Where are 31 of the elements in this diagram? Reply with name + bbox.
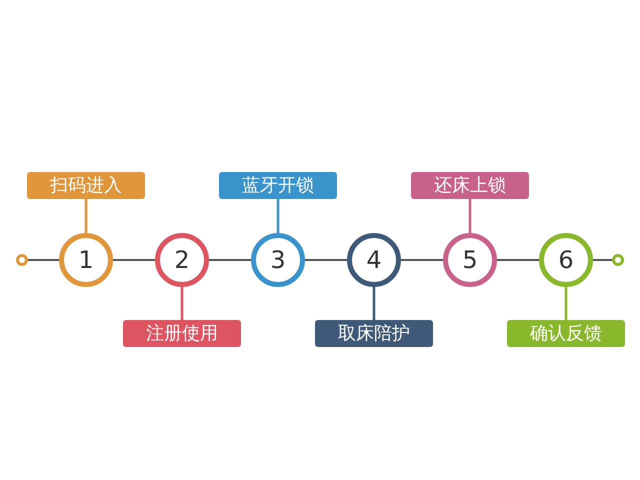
step-text: 取床陪护 [338, 324, 410, 342]
step-number: 4 [366, 248, 382, 272]
step-label [219, 172, 337, 199]
step-number: 1 [78, 248, 94, 272]
step-label [123, 320, 241, 347]
stem-line [84, 199, 88, 233]
step-number: 6 [558, 248, 574, 272]
step-text: 确认反馈 [530, 324, 602, 342]
connector-line [497, 259, 539, 261]
step-text: 扫码进入 [50, 176, 122, 194]
step-number: 5 [462, 248, 478, 272]
stem-line [468, 199, 472, 233]
step-text: 蓝牙开锁 [242, 176, 314, 194]
step-label [411, 172, 529, 199]
stem-line [276, 199, 280, 233]
connector-line [305, 259, 347, 261]
step-label [315, 320, 433, 347]
step-label [27, 172, 145, 199]
step-label [507, 320, 625, 347]
connector-line [113, 259, 155, 261]
stem-line [564, 287, 568, 320]
connector-line [28, 259, 59, 261]
step-text: 注册使用 [146, 324, 218, 342]
connector-line [209, 259, 251, 261]
step-number: 3 [270, 248, 286, 272]
step-text: 还床上锁 [434, 176, 506, 194]
step-number: 2 [174, 248, 190, 272]
stem-line [180, 287, 184, 320]
connector-line [593, 259, 612, 261]
stem-line [372, 287, 376, 320]
connector-line [401, 259, 443, 261]
